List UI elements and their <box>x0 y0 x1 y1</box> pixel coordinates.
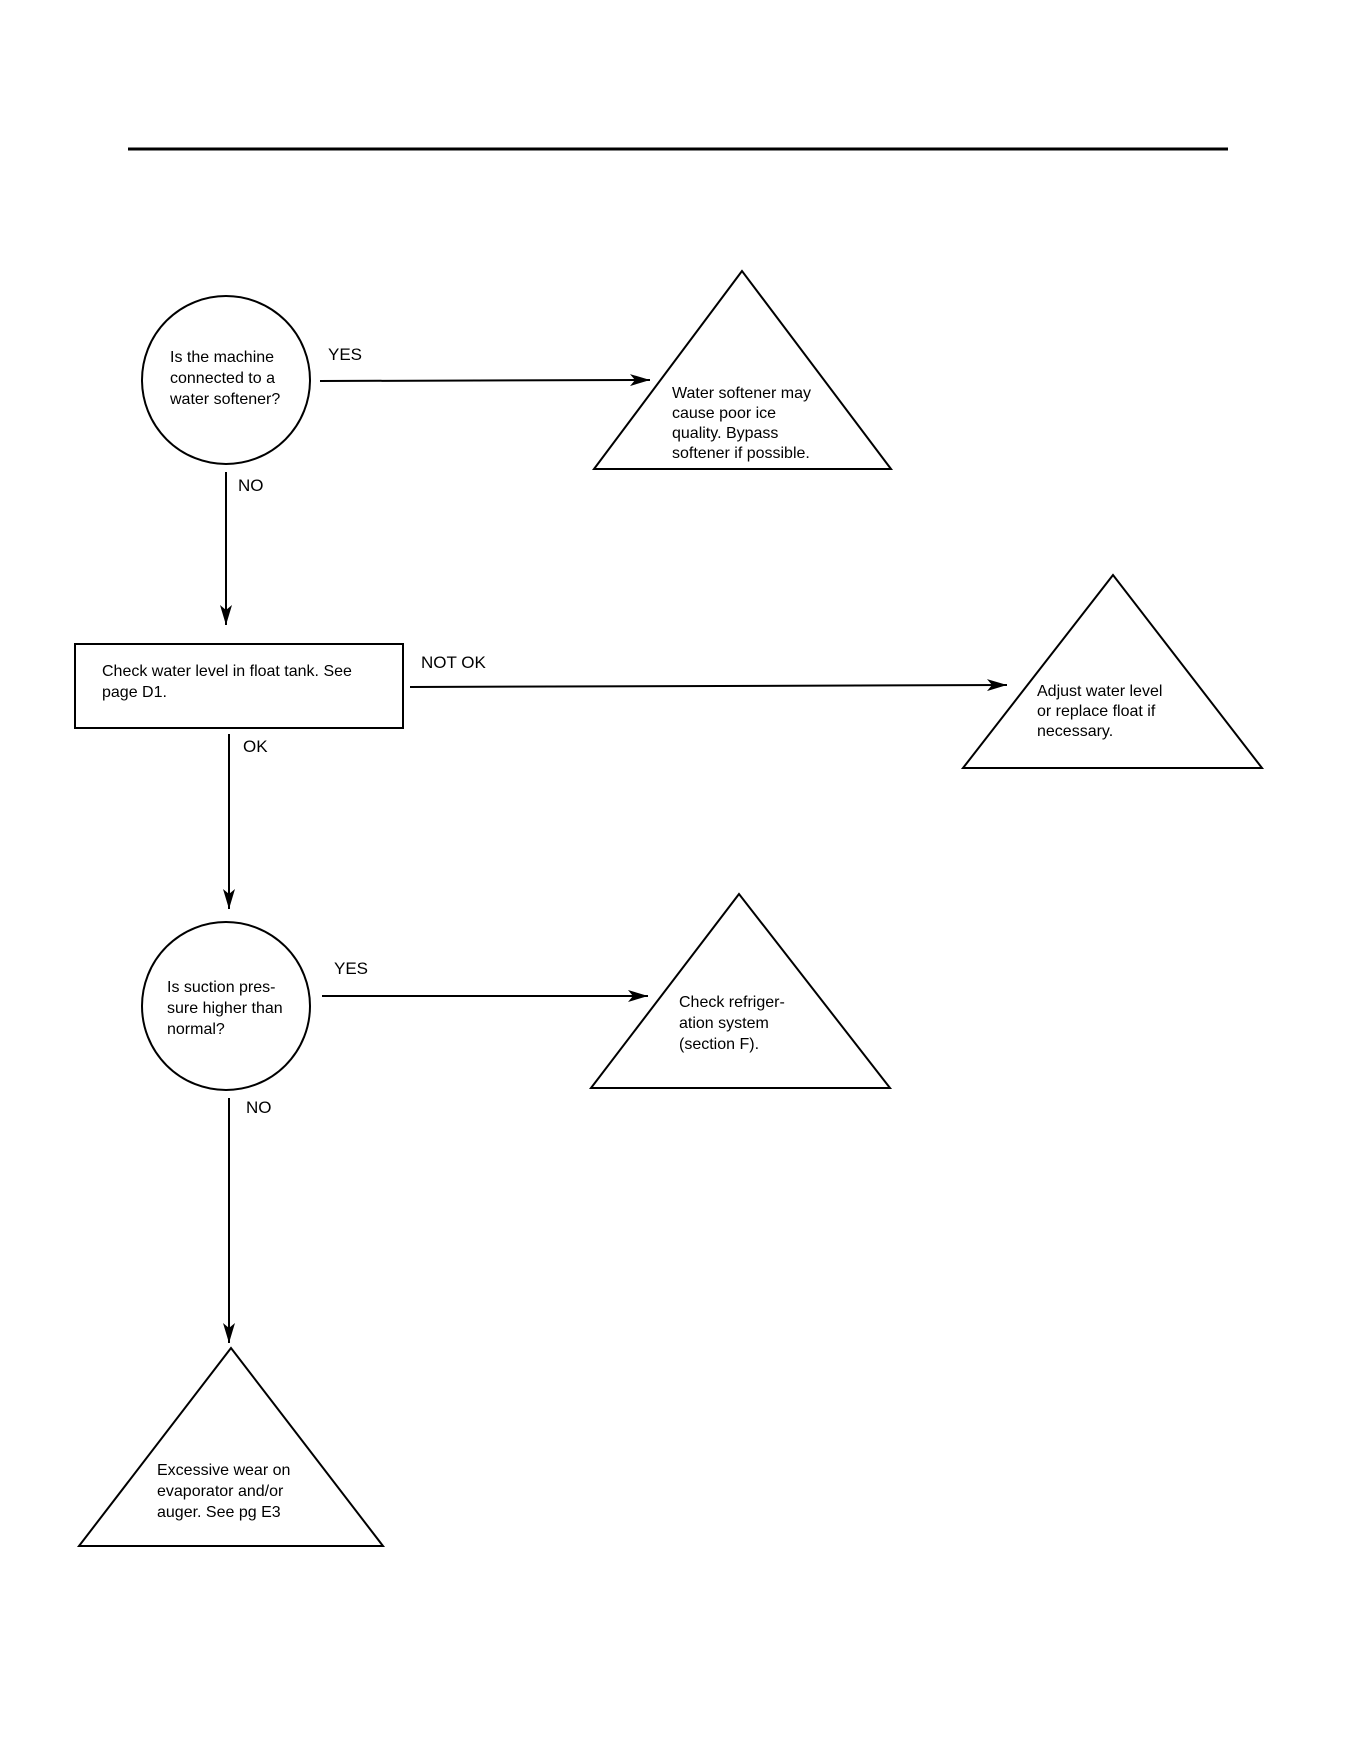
edge-label-no: NO <box>238 476 264 495</box>
result-triangle <box>76 1346 386 1547</box>
decision-circle <box>141 295 311 465</box>
decision-circle <box>141 921 311 1091</box>
text-line: Adjust water level <box>1037 683 1162 700</box>
result-adjust-water-level: Adjust water level or replace float if n… <box>960 573 1265 769</box>
result-triangle <box>588 892 893 1089</box>
text-line: or replace float if <box>1037 703 1156 720</box>
text-line: Water softener may <box>672 385 811 402</box>
decision-suction-pressure: Is suction pres- sure higher than normal… <box>141 921 311 1091</box>
text-line: Excessive wear on <box>157 1462 290 1479</box>
edge-label-no: NO <box>246 1098 272 1117</box>
result-text: Water softener may cause poor ice qualit… <box>672 385 815 462</box>
text-line: auger. See pg E3 <box>157 1504 281 1521</box>
decision-text: Is the machine connected to a water soft… <box>169 349 280 408</box>
result-excessive-wear: Excessive wear on evaporator and/or auge… <box>76 1346 386 1547</box>
arrow-s1-not-ok <box>409 679 1008 692</box>
arrow-q1-yes <box>319 374 651 387</box>
text-line: softener if possible. <box>672 445 810 462</box>
result-text: Excessive wear on evaporator and/or auge… <box>157 1462 295 1521</box>
text-line: sure higher than <box>167 1000 283 1017</box>
edge-label-not-ok: NOT OK <box>421 653 487 672</box>
result-text: Check refriger- ation system (section F)… <box>679 994 789 1053</box>
text-line: water softener? <box>169 391 280 408</box>
text-line: necessary. <box>1037 723 1113 740</box>
text-line: connected to a <box>170 370 275 387</box>
text-line: cause poor ice <box>672 405 776 422</box>
text-line: Is the machine <box>170 349 274 366</box>
text-line: Is suction pres- <box>167 979 275 996</box>
text-line: evaporator and/or <box>157 1483 284 1500</box>
decision-text: Is suction pres- sure higher than normal… <box>167 979 287 1038</box>
text-line: page D1. <box>102 684 167 701</box>
result-triangle <box>592 269 894 470</box>
result-triangle <box>960 573 1265 769</box>
text-line: Check refriger- <box>679 994 785 1011</box>
process-text: Check water level in float tank. See pag… <box>102 663 356 701</box>
text-line: (section F). <box>679 1036 759 1053</box>
edge-label-yes: YES <box>328 345 362 364</box>
text-line: quality. Bypass <box>672 425 778 442</box>
decision-water-softener: Is the machine connected to a water soft… <box>141 295 311 465</box>
result-text: Adjust water level or replace float if n… <box>1037 683 1167 740</box>
text-line: normal? <box>167 1021 225 1038</box>
result-check-refrigeration: Check refriger- ation system (section F)… <box>588 892 893 1089</box>
process-check-water-level: Check water level in float tank. See pag… <box>74 643 404 729</box>
edge-label-yes: YES <box>334 959 368 978</box>
process-box <box>74 643 404 729</box>
text-line: ation system <box>679 1015 769 1032</box>
text-line: Check water level in float tank. See <box>102 663 352 680</box>
edge-label-ok: OK <box>243 737 268 756</box>
result-bypass-softener: Water softener may cause poor ice qualit… <box>592 269 894 470</box>
